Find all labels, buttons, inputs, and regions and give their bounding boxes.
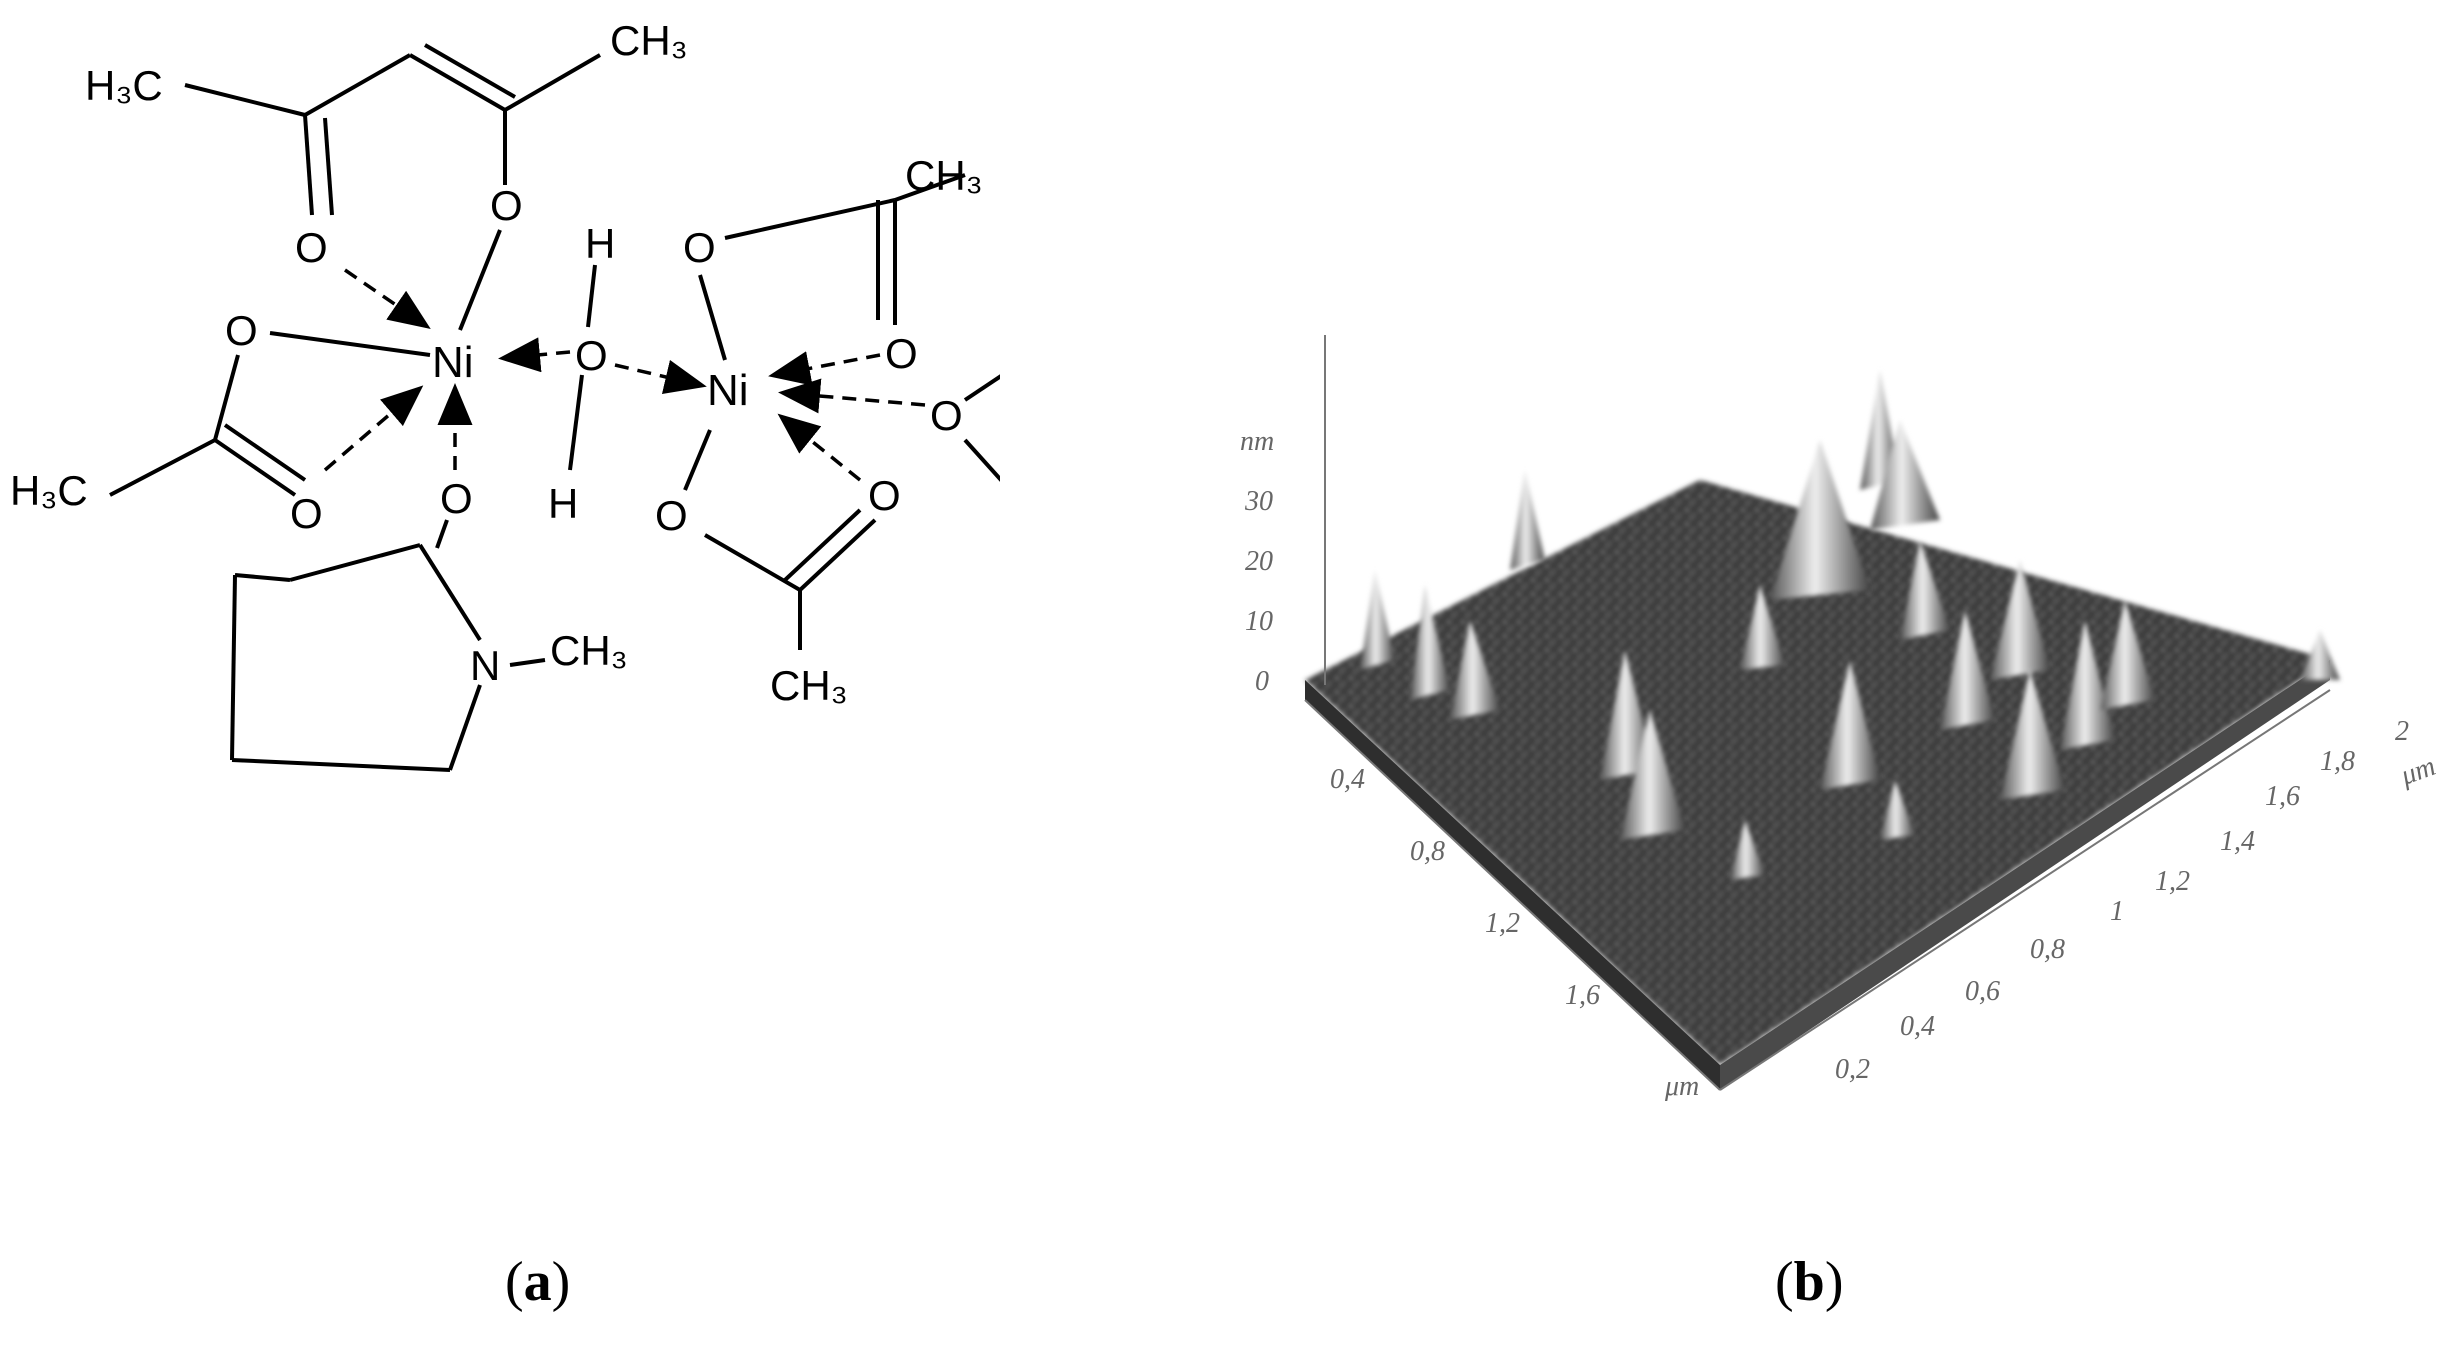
afm-right-tick: 1,2 — [2155, 866, 2190, 897]
atom-o-acetate1-b: O — [290, 490, 323, 537]
atom-h3c-1: H₃C — [85, 62, 163, 109]
atom-ch3-3: CH₃ — [770, 662, 848, 709]
atom-o-acetate1-a: O — [225, 307, 258, 354]
afm-left-axis: 0,4 0,8 1,2 1,6 μm — [1330, 764, 1699, 1102]
atom-o-acetate2-b: O — [885, 330, 918, 377]
afm-right-tick: 0,2 — [1835, 1054, 1870, 1085]
afm-z-tick: 0 — [1255, 666, 1269, 697]
atom-labels: Ni Ni H₃C CH₃ O O O H₃C O O H H O N CH₃ … — [10, 17, 983, 709]
atom-ni-1: Ni — [432, 338, 474, 387]
atom-h3c-2: H₃C — [10, 467, 88, 514]
afm-left-tick: 1,2 — [1485, 908, 1520, 939]
afm-z-unit: nm — [1240, 426, 1274, 457]
atom-h-bridge-top: H — [585, 220, 615, 267]
afm-left-unit: μm — [1664, 1071, 1699, 1102]
atom-o-acetate3-a: O — [655, 492, 688, 539]
atom-ch3-nmp: CH₃ — [550, 627, 628, 674]
afm-z-tick: 20 — [1245, 546, 1273, 577]
atom-ch3-1: CH₃ — [610, 17, 688, 64]
afm-surface-base — [1305, 480, 2330, 1065]
afm-z-axis: nm 30 20 10 0 — [1240, 426, 1274, 697]
atom-ch3-2: CH₃ — [905, 152, 983, 199]
afm-peaks — [1360, 370, 2340, 880]
afm-left-tick: 0,4 — [1330, 764, 1365, 795]
atom-h-bridge-bottom: H — [548, 480, 578, 527]
atom-o-bridge: O — [575, 332, 608, 379]
atom-n-nmp: N — [470, 642, 500, 689]
afm-left-tick: 0,8 — [1410, 836, 1445, 867]
atom-o-acetate3-b: O — [868, 472, 901, 519]
bond-lines — [109, 43, 1000, 772]
afm-left-tick: 1,6 — [1565, 980, 1600, 1011]
chemical-structure-diagram: Ni Ni H₃C CH₃ O O O H₃C O O H H O N CH₃ … — [10, 17, 1000, 772]
afm-z-tick: 10 — [1245, 606, 1273, 637]
caption-b: (b) — [1775, 1251, 1844, 1313]
atom-ni-2: Ni — [707, 366, 749, 415]
afm-right-unit: μm — [2396, 751, 2440, 792]
atom-o-nmp: O — [440, 475, 473, 522]
coordination-bonds — [323, 268, 926, 482]
afm-right-tick: 1 — [2110, 896, 2124, 927]
afm-right-tick: 1,4 — [2220, 826, 2255, 857]
atom-o-acac-b: O — [490, 182, 523, 229]
afm-right-tick: 1,6 — [2265, 781, 2300, 812]
afm-surface-image: nm 30 20 10 0 0,4 0,8 1,2 1,6 μm 0,2 0,4… — [1240, 335, 2440, 1102]
afm-z-tick: 30 — [1244, 486, 1273, 517]
afm-axes — [1304, 335, 2331, 1091]
caption-a: (a) — [505, 1251, 571, 1313]
afm-right-tick: 1,8 — [2320, 746, 2355, 777]
atom-o-acetate2-a: O — [683, 224, 716, 271]
afm-right-tick: 0,8 — [2030, 934, 2065, 965]
afm-right-axis: 0,2 0,4 0,6 0,8 1 1,2 1,4 1,6 1,8 2 μm — [1835, 716, 2440, 1085]
afm-right-tick: 0,4 — [1900, 1011, 1935, 1042]
atom-o-water: O — [930, 392, 963, 439]
afm-right-tick: 0,6 — [1965, 976, 2000, 1007]
afm-right-tick: 2 — [2395, 716, 2409, 747]
atom-o-acac-a: O — [295, 224, 328, 271]
